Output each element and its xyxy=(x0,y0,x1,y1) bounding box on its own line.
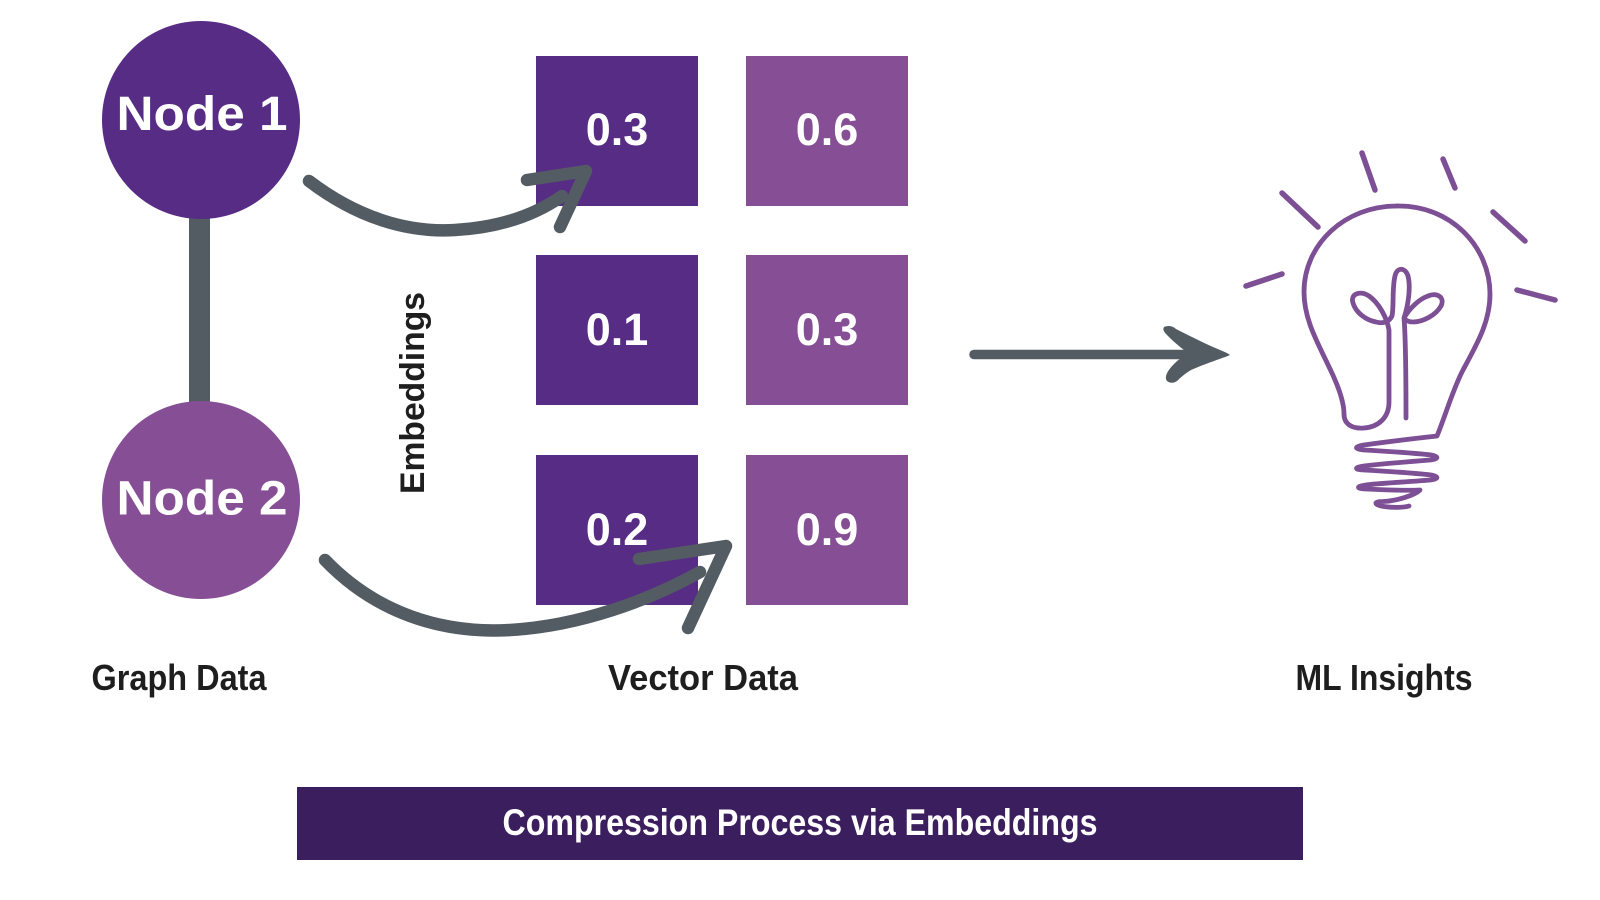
svg-text:0.3: 0.3 xyxy=(796,304,859,355)
svg-text:0.9: 0.9 xyxy=(796,504,859,555)
svg-text:ML Insights: ML Insights xyxy=(1296,657,1473,698)
svg-text:0.1: 0.1 xyxy=(586,304,649,355)
svg-text:Compression Process via Embedd: Compression Process via Embeddings xyxy=(503,802,1098,843)
svg-text:Graph Data: Graph Data xyxy=(92,657,268,698)
svg-text:0.6: 0.6 xyxy=(796,104,859,155)
svg-text:Embeddings: Embeddings xyxy=(394,292,432,494)
svg-text:Vector Data: Vector Data xyxy=(608,657,799,698)
svg-text:Node 2: Node 2 xyxy=(117,473,288,526)
svg-text:Node 1: Node 1 xyxy=(117,88,288,141)
svg-text:0.2: 0.2 xyxy=(586,504,649,555)
svg-text:0.3: 0.3 xyxy=(586,104,649,155)
